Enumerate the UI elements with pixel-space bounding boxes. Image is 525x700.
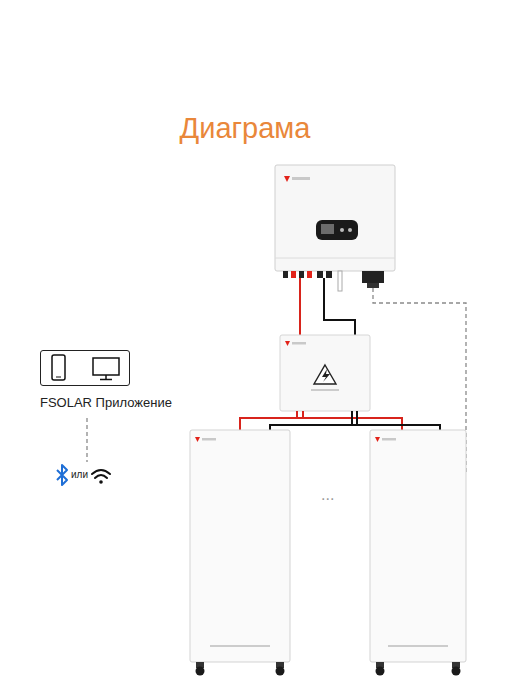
app-device-box: FSOLAR Приложение — [40, 350, 130, 386]
ellipsis-mark: ... — [321, 486, 334, 504]
device-icons — [41, 351, 128, 384]
battery-tower — [190, 430, 290, 676]
battery-negative-wire — [270, 411, 440, 432]
or-label: или — [71, 469, 88, 480]
battery-tower — [370, 430, 466, 676]
app-link-line — [86, 418, 87, 462]
inverter — [275, 165, 395, 291]
dc-positive-wire — [299, 278, 301, 337]
wifi-icon — [92, 470, 110, 484]
dc-negative-wire — [324, 278, 355, 337]
app-label: FSOLAR Приложение — [40, 395, 172, 410]
bluetooth-icon — [57, 465, 67, 485]
diagram-title: Диаграма — [0, 112, 490, 145]
high-voltage-box — [280, 335, 370, 411]
battery-positive-wire — [240, 411, 402, 432]
